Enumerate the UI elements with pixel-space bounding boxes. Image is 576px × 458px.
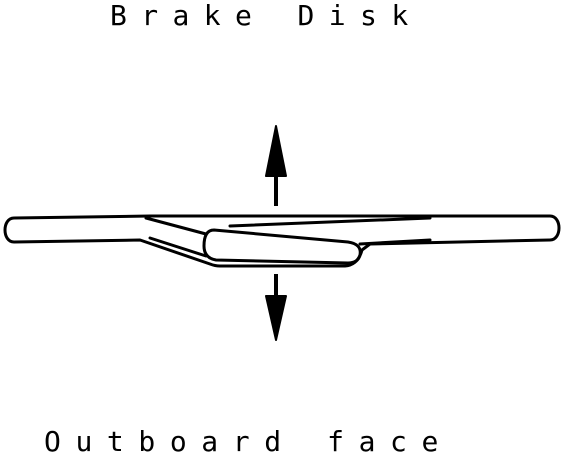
diagram-title: Brake Disk <box>110 0 423 32</box>
arrow-down <box>265 274 287 341</box>
diagram-caption: Outboard face <box>44 425 453 458</box>
disk-taper-right-join <box>358 238 432 246</box>
disk-taper-lower-left <box>148 236 208 258</box>
disk-taper-upper-left <box>144 216 208 236</box>
disk-outer-profile <box>3 214 561 268</box>
disk-taper-upper-right <box>228 216 432 228</box>
disk-cross-section <box>3 214 561 268</box>
disk-hub-body <box>202 228 362 265</box>
arrow-up <box>265 125 287 206</box>
